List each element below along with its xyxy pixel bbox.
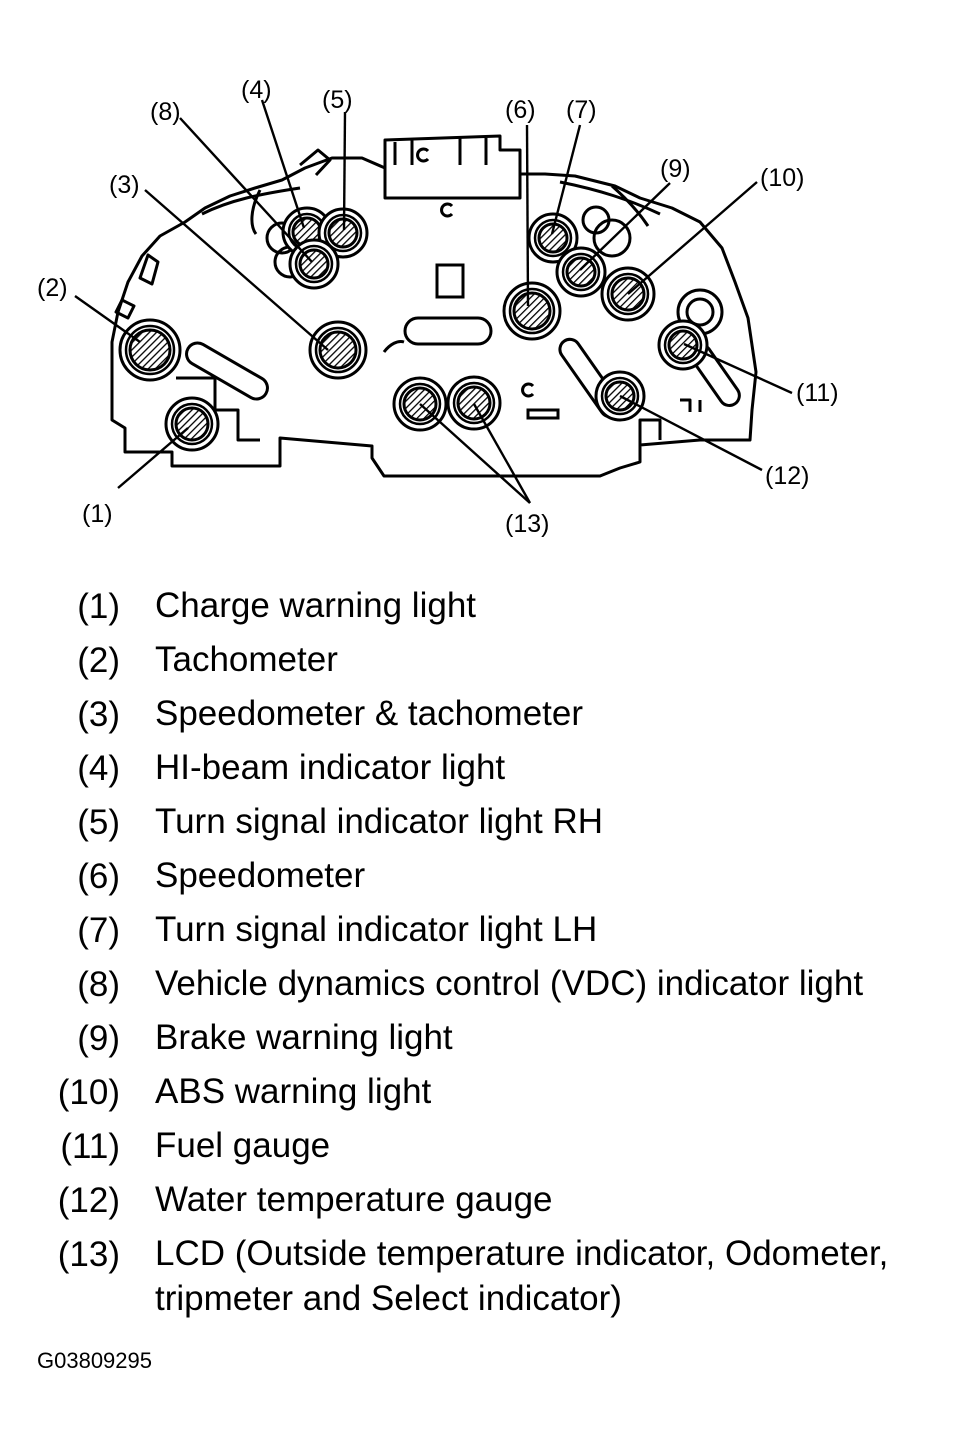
legend-text: Tachometer	[155, 640, 338, 679]
legend-number: (6)	[77, 857, 120, 896]
callout-10: (10)	[760, 164, 804, 192]
callout-labels: (1) (2) (3) (4) (5) (6) (7) (8) (9) (10)…	[37, 76, 839, 538]
callout-1: (1)	[82, 500, 113, 528]
callout-8: (8)	[150, 98, 181, 126]
callout-9: (9)	[660, 155, 691, 183]
legend-text: Speedometer	[155, 856, 366, 895]
legend-text: ABS warning light	[155, 1072, 432, 1111]
legend-text: Fuel gauge	[155, 1126, 331, 1165]
legend-item: (10) ABS warning light	[0, 1069, 969, 1123]
callout-3: (3)	[109, 171, 140, 199]
socket-13b	[446, 375, 502, 431]
legend-text: Turn signal indicator light LH	[155, 910, 598, 949]
legend-item: (11) Fuel gauge	[0, 1123, 969, 1177]
socket-7	[527, 212, 579, 264]
meter-housing	[110, 134, 758, 478]
legend-number: (1)	[77, 587, 120, 626]
legend-number: (4)	[77, 749, 120, 788]
callout-5: (5)	[322, 86, 353, 114]
legend-number: (8)	[77, 965, 120, 1004]
legend-item: (5) Turn signal indicator light RH	[0, 799, 969, 853]
callout-6: (6)	[505, 96, 536, 124]
legend-text: Turn signal indicator light RH	[155, 802, 604, 841]
legend-text: Charge warning light	[155, 586, 477, 625]
leader-lines	[74, 99, 793, 504]
legend-item: (6) Speedometer	[0, 853, 969, 907]
socket-11	[657, 319, 709, 371]
legend-item: (4) HI-beam indicator light	[0, 745, 969, 799]
callout-13: (13)	[505, 510, 549, 538]
socket-6	[502, 281, 562, 341]
legend-item: (1) Charge warning light	[0, 583, 969, 637]
legend-number: (7)	[77, 911, 120, 950]
socket-1	[164, 396, 220, 452]
legend-text: Water temperature gauge	[155, 1180, 553, 1219]
legend-number: (10)	[57, 1073, 120, 1112]
legend-number: (3)	[77, 695, 120, 734]
legend-item: (8) Vehicle dynamics control (VDC) indica…	[0, 961, 969, 1015]
socket-12	[594, 370, 646, 422]
callout-7: (7)	[566, 96, 597, 124]
legend-number: (9)	[77, 1019, 120, 1058]
legend-number: (11)	[60, 1127, 120, 1166]
legend-number: (13)	[57, 1235, 120, 1274]
callout-4: (4)	[241, 76, 272, 104]
callout-2: (2)	[37, 274, 68, 302]
legend-item: (2) Tachometer	[0, 637, 969, 691]
legend-item: (9) Brake warning light	[0, 1015, 969, 1069]
legend-item: (13) LCD (Outside temperature indicator, …	[0, 1231, 969, 1318]
callout-12: (12)	[765, 462, 809, 490]
legend-item: (7) Turn signal indicator light LH	[0, 907, 969, 961]
legend-text: Speedometer & tachometer	[155, 694, 584, 733]
legend-number: (2)	[77, 641, 120, 680]
legend-text: HI-beam indicator light	[155, 748, 506, 787]
legend-text: Vehicle dynamics control (VDC) indicator…	[155, 964, 864, 1003]
legend-text: LCD (Outside temperature indicator, Odom…	[155, 1234, 889, 1318]
socket-2	[118, 318, 182, 382]
figure-id: G03809295	[37, 1348, 152, 1373]
legend-item: (3) Speedometer & tachometer	[0, 691, 969, 745]
combination-meter-diagram: (1) (2) (3) (4) (5) (6) (7) (8) (9) (10)…	[37, 76, 839, 538]
legend-number: (12)	[57, 1181, 120, 1220]
callout-11: (11)	[796, 379, 839, 407]
legend-item: (12) Water temperature gauge	[0, 1177, 969, 1231]
socket-9	[555, 246, 607, 298]
legend-number: (5)	[77, 803, 120, 842]
legend-text: Brake warning light	[155, 1018, 453, 1057]
socket-3	[308, 320, 368, 380]
